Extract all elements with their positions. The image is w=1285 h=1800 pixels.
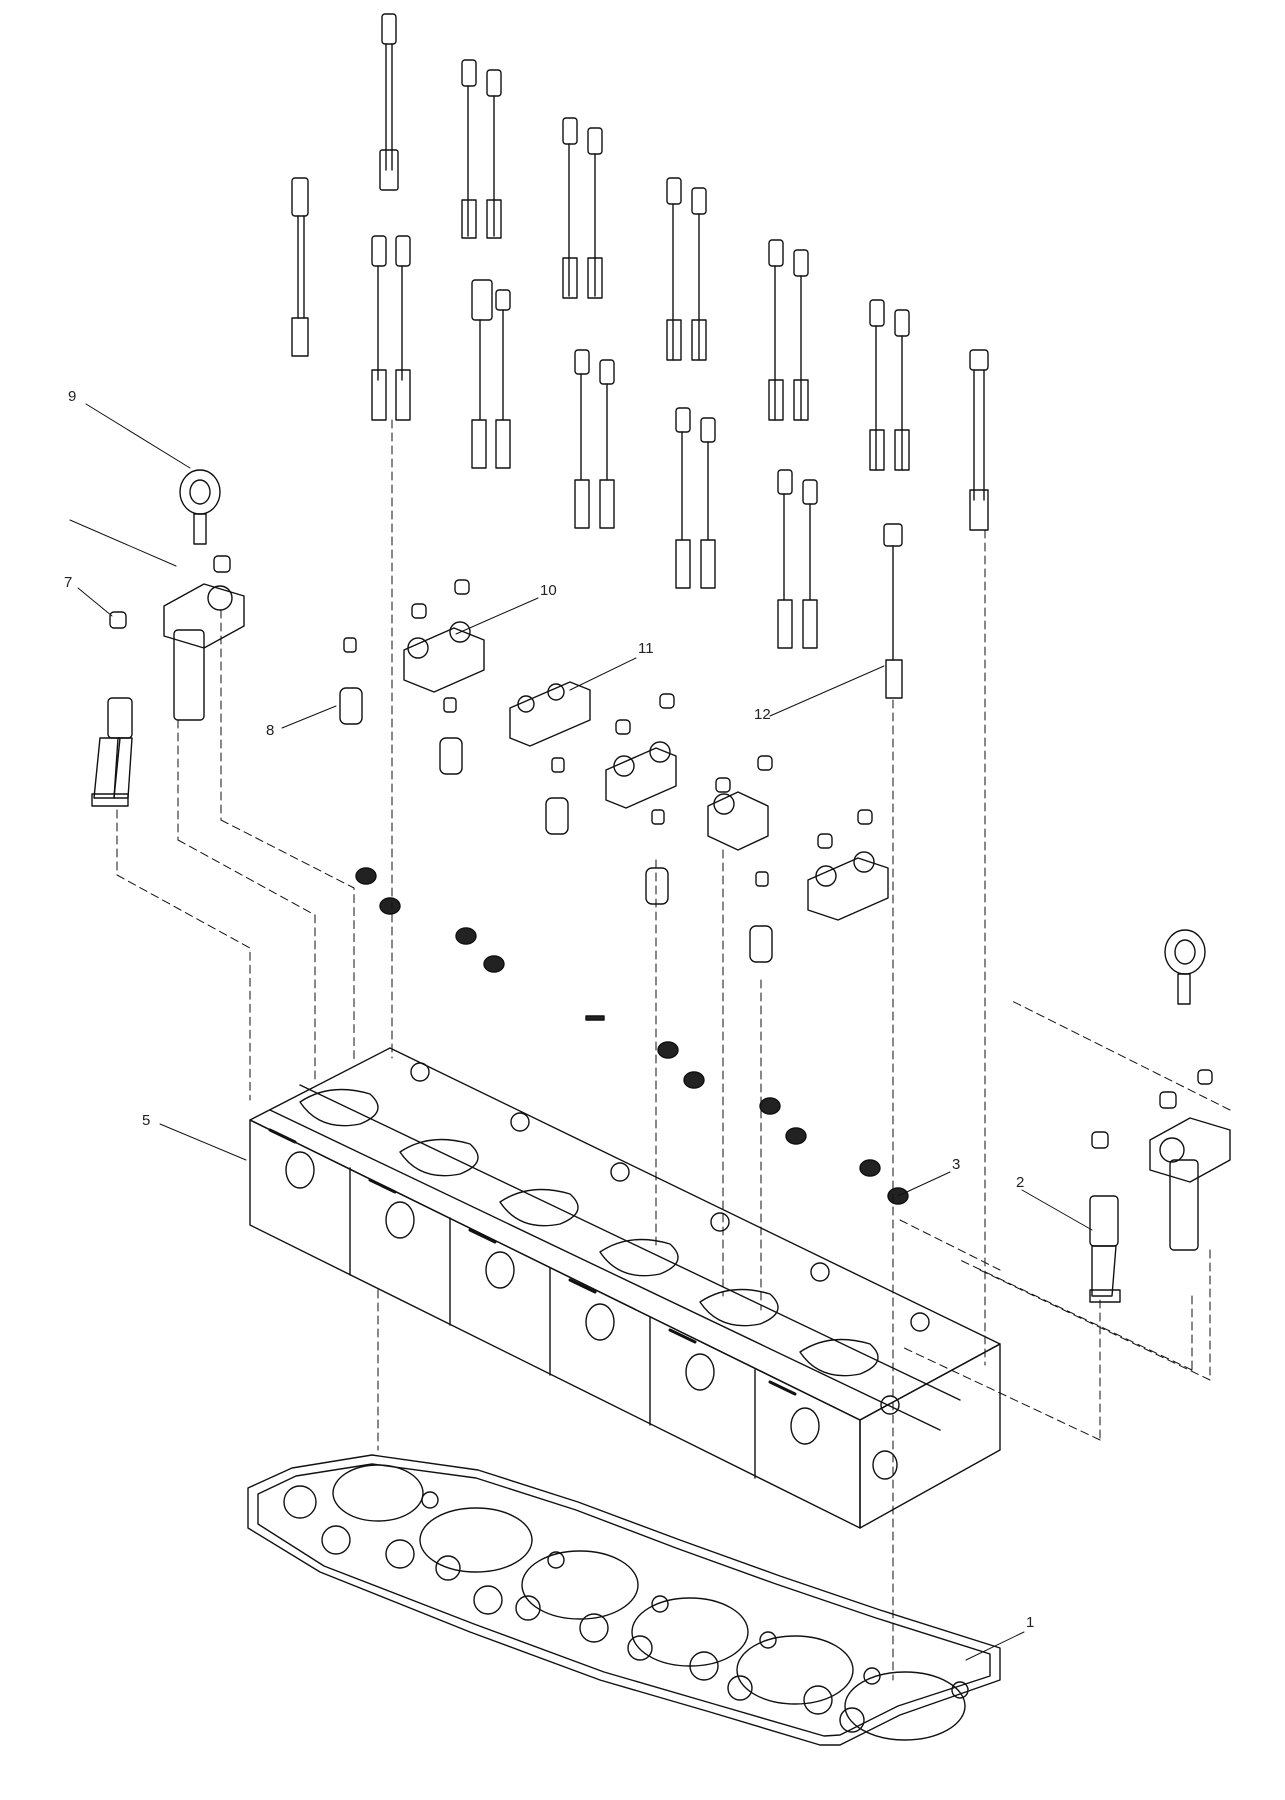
injector-clamp-left: [91, 611, 133, 807]
rocker-brackets: [339, 579, 889, 963]
callout-3: 3: [952, 1156, 961, 1173]
head-gasket: [247, 1454, 1001, 1746]
callout-12: 12: [754, 706, 771, 723]
callout-1: 1: [1026, 1614, 1035, 1631]
callout-8: 8: [266, 722, 275, 739]
cylinder-head-bolts: [291, 13, 989, 699]
callout-5: 5: [142, 1112, 151, 1129]
cylinder-head: [249, 1047, 1001, 1529]
leader-lines: [69, 403, 1093, 1661]
injector-clamp-right: [1089, 1131, 1121, 1303]
callout-7: 7: [64, 574, 73, 591]
lifting-eye-right: [1149, 929, 1231, 1251]
lifting-eye-left: [163, 469, 245, 721]
callout-2: 2: [1016, 1174, 1025, 1191]
callout-10: 10: [540, 582, 557, 599]
callout-11: 11: [638, 640, 654, 657]
valve-stem-seals: [355, 867, 909, 1205]
assembly-lines: [116, 419, 1231, 1681]
callout-9: 9: [68, 388, 77, 405]
